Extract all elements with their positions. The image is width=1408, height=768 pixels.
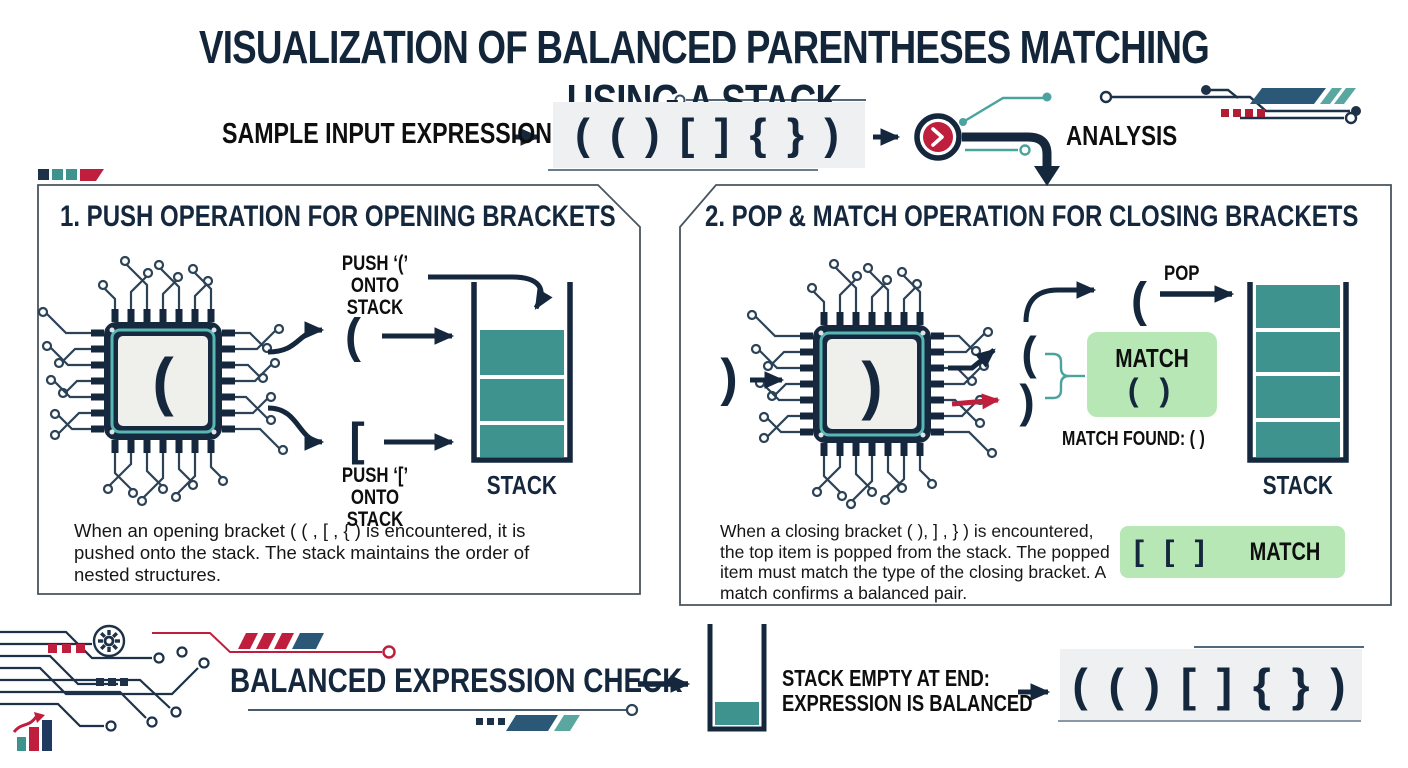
match-bar-label: MATCH — [1249, 537, 1320, 566]
node-circuit-icon — [959, 92, 1052, 156]
arrow-chip-to-open — [948, 348, 996, 371]
panel-corner-squares-icon — [38, 169, 104, 181]
empty-stack-icon — [707, 624, 767, 732]
push-panel-outline — [37, 184, 641, 595]
analysis-flow-elbow — [962, 132, 1052, 166]
match-bar-brackets: [ [ ] — [1134, 535, 1211, 568]
closing-paren-input-glyph: ) — [720, 349, 738, 407]
page-title: VISUALIZATION OF BALANCED PARENTHESES MA… — [0, 20, 1408, 128]
pop-panel-heading: 2. POP & MATCH OPERATION FOR CLOSING BRA… — [705, 200, 1359, 233]
check-underline-decoration — [248, 703, 639, 731]
bar-chart-icon — [12, 712, 52, 751]
arrow-chip-to-close-red — [951, 393, 1000, 410]
pop-label: POP — [1164, 262, 1200, 285]
process-node-icon — [914, 113, 962, 161]
match-found-label: MATCH FOUND: ( ) — [1062, 428, 1205, 450]
match-box: MATCH ( ) — [1087, 332, 1217, 417]
open-bracket-glyph: [ — [349, 413, 365, 465]
out-close-paren-glyph: ) — [1019, 375, 1035, 427]
stack-label-push: STACK — [486, 470, 558, 500]
push-description: When an opening bracket ( ( , [ , { ) is… — [74, 520, 530, 585]
circuit-decoration-bottom-left — [0, 630, 210, 732]
stack-icon-push — [471, 282, 573, 463]
arrow-chip-to-paren — [267, 321, 325, 355]
chip-glyph-push: ( — [152, 345, 174, 417]
final-expression-box: ( ( ) [ ] { } ) — [1060, 649, 1362, 720]
open-paren-glyph: ( — [345, 309, 361, 363]
check-label: BALANCED EXPRESSION CHECK — [230, 662, 683, 700]
arrow-chip-to-bracket — [267, 405, 325, 451]
out-open-paren-glyph: ( — [1021, 327, 1037, 379]
final-expression-text: ( ( ) [ ] { } ) — [1072, 658, 1350, 711]
stack-icon-pop — [1247, 282, 1349, 463]
match-box-title: MATCH — [1115, 343, 1189, 373]
arrow-down-icon — [1034, 166, 1060, 186]
push-bracket-label: PUSH ‘[’ ONTO STACK — [341, 464, 409, 532]
page-title-text: VISUALIZATION OF BALANCED PARENTHESES MA… — [199, 21, 1210, 127]
stack-label-pop: STACK — [1262, 470, 1334, 500]
push-panel-heading: 1. PUSH OPERATION FOR OPENING BRACKETS — [60, 200, 616, 233]
analysis-label: ANALYSIS — [1066, 120, 1178, 151]
gear-icon — [92, 624, 126, 658]
input-expression-box: ( ( ) [ ] { } ) — [553, 102, 865, 168]
push-paren-label: PUSH ‘(’ ONTO STACK — [341, 252, 409, 320]
input-expression-text: ( ( ) [ ] { } ) — [575, 110, 843, 159]
circuit-decoration-top-right — [1099, 85, 1361, 125]
arrow-pop-curve — [1023, 281, 1097, 323]
arrow-push-into-stack — [428, 274, 553, 310]
match-box-pair: ( ) — [1127, 372, 1177, 408]
pop-description: When a closing bracket ( ), ] , } ) is e… — [720, 521, 1110, 603]
brace-connector-icon — [1045, 352, 1085, 400]
red-circuit-stripes — [152, 632, 396, 659]
pop-panel-outline — [679, 184, 1392, 606]
match-bar: [ [ ] MATCH — [1120, 526, 1345, 578]
popped-paren-glyph: ( — [1131, 273, 1147, 327]
chip-icon-push — [37, 255, 289, 507]
chip-glyph-pop: ) — [861, 349, 883, 421]
sample-input-label: SAMPLE INPUT EXPRESSION — [222, 118, 553, 150]
result-label: STACK EMPTY AT END: EXPRESSION IS BALANC… — [782, 665, 1033, 717]
